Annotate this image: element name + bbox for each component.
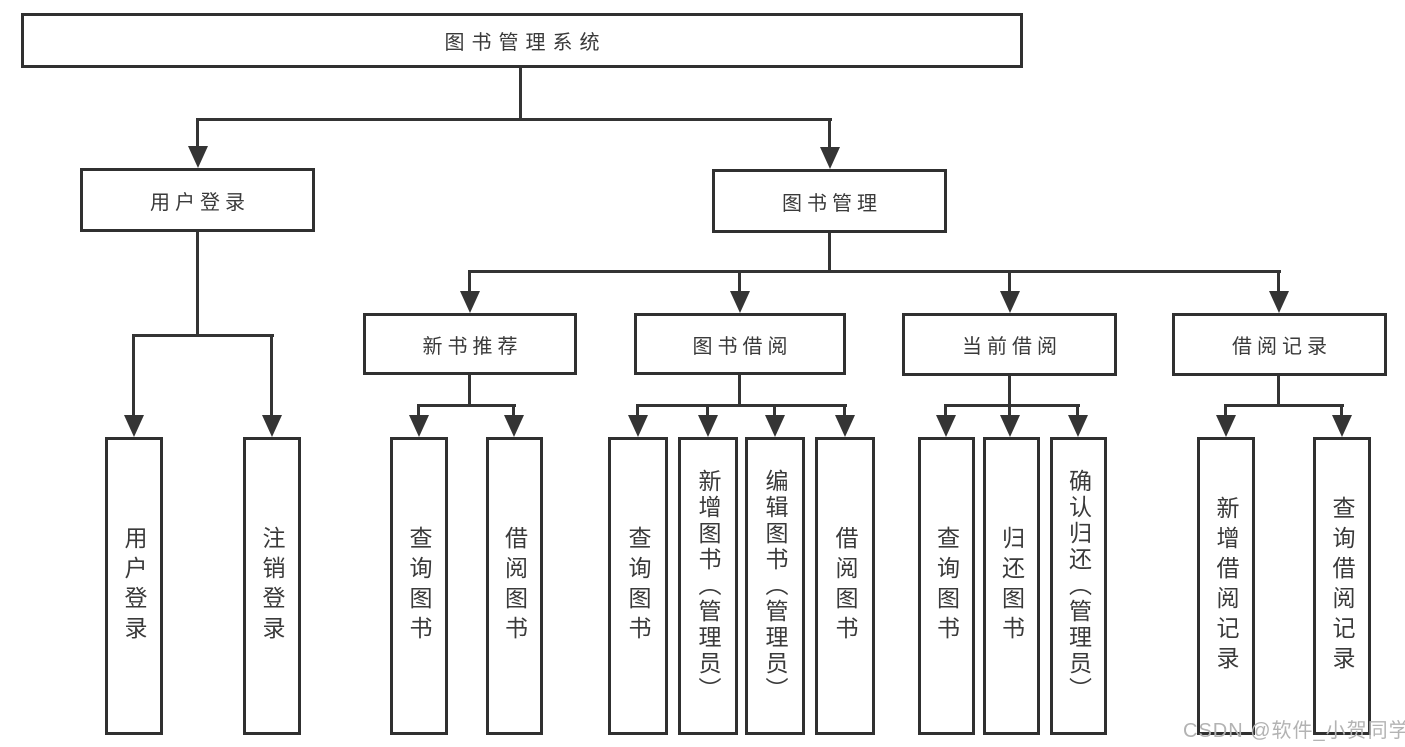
- arrowhead-leaf: [504, 415, 524, 437]
- connector-user-login-stem: [196, 230, 199, 337]
- arrowhead-leaf: [1332, 415, 1352, 437]
- node-label: 新书推荐: [422, 335, 523, 358]
- node-leaf-query-borrow-record: 查询借阅记录: [1313, 437, 1371, 735]
- node-leaf-logout: 注销登录: [243, 437, 301, 735]
- connector-leaf: [512, 404, 515, 418]
- node-leaf-borrow-books-2: 借阅图书: [815, 437, 875, 735]
- connector-to-new-books: [468, 270, 471, 294]
- node-leaf-add-books-admin: 新增图书（管理员）: [678, 437, 738, 735]
- connector-leaf: [1076, 404, 1079, 418]
- arrowhead-leaf: [936, 415, 956, 437]
- node-leaf-confirm-return-admin: 确认归还（管理员）: [1050, 437, 1107, 735]
- connector-current-borrow-stem: [1008, 374, 1011, 407]
- arrowhead-leaf: [698, 415, 718, 437]
- node-book-borrow: 图书借阅: [634, 313, 846, 375]
- connector-leaf: [1008, 404, 1011, 418]
- arrowhead-user-login: [188, 146, 208, 168]
- connector-to-leaf-login: [132, 334, 135, 417]
- connector-to-book-mgmt: [828, 118, 831, 149]
- node-label: 借阅记录: [1232, 336, 1332, 358]
- node-label: 查询借阅记录: [1329, 496, 1355, 676]
- connector-to-borrow-records: [1277, 270, 1280, 294]
- node-label: 当前借阅: [962, 336, 1062, 358]
- arrowhead-leaf: [835, 415, 855, 437]
- node-label: 用户登录: [150, 191, 250, 214]
- connector-to-current-borrow: [1008, 270, 1011, 294]
- node-label: 用户登录: [121, 526, 147, 646]
- node-leaf-add-borrow-record: 新增借阅记录: [1197, 437, 1255, 735]
- node-label: 查询图书: [406, 526, 432, 646]
- node-label: 新增借阅记录: [1213, 496, 1239, 676]
- connector-leaf: [1224, 404, 1227, 418]
- node-user-login: 用户登录: [80, 168, 315, 232]
- connector-root-bus: [196, 118, 832, 121]
- connector-borrow-records-bus: [1224, 404, 1344, 407]
- arrowhead-leaf-login: [124, 415, 144, 437]
- connector-book-borrow-stem: [738, 373, 741, 407]
- node-leaf-query-books-3: 查询图书: [918, 437, 975, 735]
- connector-current-borrow-bus: [944, 404, 1080, 407]
- node-leaf-query-books-1: 查询图书: [390, 437, 448, 735]
- node-label: 借阅图书: [501, 526, 528, 646]
- arrowhead-leaf: [1000, 415, 1020, 437]
- node-label: 查询图书: [933, 526, 960, 646]
- arrowhead-leaf: [1068, 415, 1088, 437]
- arrowhead-leaf: [628, 415, 648, 437]
- node-label: 编辑图书（管理员）: [762, 469, 788, 703]
- connector-root-stem: [519, 66, 522, 120]
- node-leaf-edit-books-admin: 编辑图书（管理员）: [745, 437, 805, 735]
- connector-new-books-stem: [468, 373, 471, 407]
- watermark-text: CSDN @软件_小贺同学: [1183, 720, 1405, 742]
- arrowhead-leaf: [1216, 415, 1236, 437]
- node-label: 注销登录: [259, 526, 285, 646]
- connector-leaf: [944, 404, 947, 418]
- connector-book-borrow-bus: [636, 404, 847, 407]
- node-leaf-return-books: 归还图书: [983, 437, 1040, 735]
- node-label: 查询图书: [625, 526, 651, 646]
- node-label: 借阅图书: [832, 526, 858, 646]
- connector-leaf: [706, 404, 709, 418]
- arrowhead-new-books: [460, 291, 480, 313]
- arrowhead-book-mgmt: [820, 147, 840, 169]
- connector-leaf: [843, 404, 846, 418]
- node-leaf-borrow-books-1: 借阅图书: [486, 437, 543, 735]
- node-new-books: 新书推荐: [363, 313, 577, 375]
- node-leaf-user-login: 用户登录: [105, 437, 163, 735]
- node-book-mgmt: 图书管理: [712, 169, 947, 233]
- connector-user-login-bus: [132, 334, 274, 337]
- arrowhead-current-borrow: [1000, 291, 1020, 313]
- connector-to-leaf-logout: [270, 334, 273, 417]
- connector-book-mgmt-bus: [468, 270, 1281, 273]
- connector-leaf: [636, 404, 639, 418]
- node-current-borrow: 当前借阅: [902, 313, 1117, 376]
- arrowhead-leaf: [409, 415, 429, 437]
- connector-to-user-login: [196, 118, 199, 149]
- arrowhead-leaf-logout: [262, 415, 282, 437]
- node-label: 图书管理: [782, 192, 882, 215]
- connector-leaf: [1340, 404, 1343, 418]
- node-leaf-query-books-2: 查询图书: [608, 437, 668, 735]
- connector-borrow-records-stem: [1277, 374, 1280, 407]
- node-label: 图书借阅: [692, 335, 793, 358]
- arrowhead-book-borrow: [730, 291, 750, 313]
- node-root: 图书管理系统: [21, 13, 1023, 68]
- node-borrow-records: 借阅记录: [1172, 313, 1387, 376]
- connector-leaf: [417, 404, 420, 418]
- node-label: 归还图书: [998, 526, 1025, 646]
- connector-book-mgmt-stem: [828, 231, 831, 272]
- node-root-label: 图书管理系统: [444, 32, 607, 54]
- arrowhead-leaf: [765, 415, 785, 437]
- node-label: 新增图书（管理员）: [695, 469, 721, 703]
- connector-new-books-bus: [417, 404, 516, 407]
- connector-to-book-borrow: [738, 270, 741, 294]
- arrowhead-borrow-records: [1269, 291, 1289, 313]
- node-label: 确认归还（管理员）: [1065, 469, 1092, 703]
- connector-leaf: [773, 404, 776, 418]
